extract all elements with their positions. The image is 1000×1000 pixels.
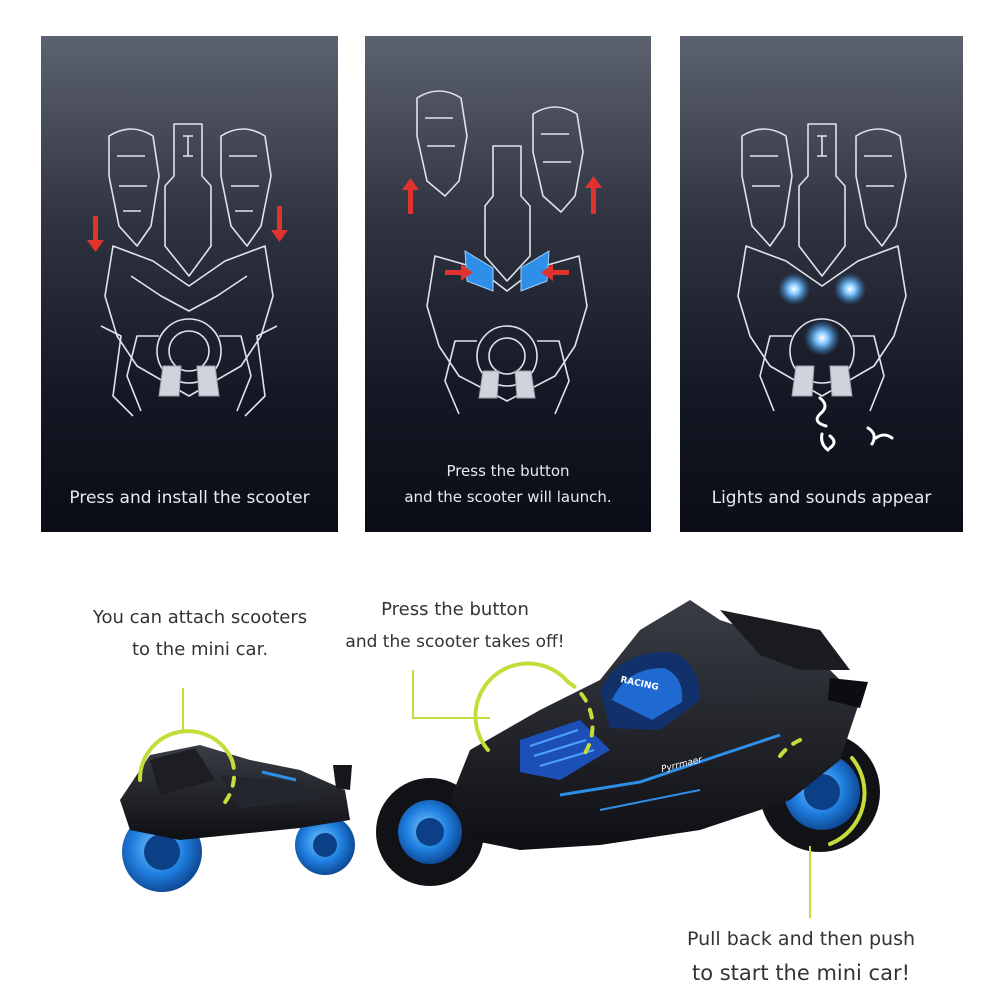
pull-callout: Pull back and then push to start the min… xyxy=(666,922,936,990)
mini-car: RACING Pyrrmaer xyxy=(376,600,880,886)
attach-callout: You can attach scooters to the mini car. xyxy=(80,602,320,666)
arrow-down-icon xyxy=(87,206,288,252)
callout-leader-line xyxy=(412,670,490,719)
arrow-press-icon xyxy=(445,264,569,281)
light-glow-icon xyxy=(778,273,810,305)
highlight-ring xyxy=(778,738,867,846)
attach-callout-line1: You can attach scooters xyxy=(92,607,308,628)
attach-callout-line2: to the mini car. xyxy=(131,639,269,660)
scooter-install-diagram xyxy=(87,123,288,417)
panel-caption-line1: Press the button xyxy=(446,462,570,480)
lights-sounds-diagram xyxy=(737,123,907,452)
product-photo: RACING Pyrrmaer xyxy=(120,600,880,918)
panel-caption: Lights and sounds appear xyxy=(711,488,932,508)
instruction-panel-install: Press and install the scooter xyxy=(41,36,338,532)
panel-caption-line2: and the scooter will launch. xyxy=(404,488,612,506)
pull-callout-line1: Pull back and then push xyxy=(686,928,916,950)
mini-scooter xyxy=(120,745,355,892)
pull-callout-line2: to start the mini car! xyxy=(691,961,911,985)
instruction-panel-lights: Lights and sounds appear xyxy=(680,36,963,532)
button-callout-line1: Press the button xyxy=(381,599,529,620)
button-callout: Press the button and the scooter takes o… xyxy=(330,594,580,658)
panel-caption: Press and install the scooter xyxy=(69,488,310,508)
launch-button-highlight xyxy=(464,250,550,292)
button-callout-line2: and the scooter takes off! xyxy=(345,632,565,652)
arrow-up-icon xyxy=(402,176,602,214)
light-glow-icon xyxy=(834,273,866,305)
highlight-ring xyxy=(473,661,595,762)
light-glow-icon xyxy=(804,320,840,356)
instruction-panel-launch: Press the button and the scooter will la… xyxy=(365,36,651,532)
scooter-launch-diagram xyxy=(402,90,602,415)
highlight-ring xyxy=(137,729,237,808)
sound-wave-icon xyxy=(815,396,894,452)
